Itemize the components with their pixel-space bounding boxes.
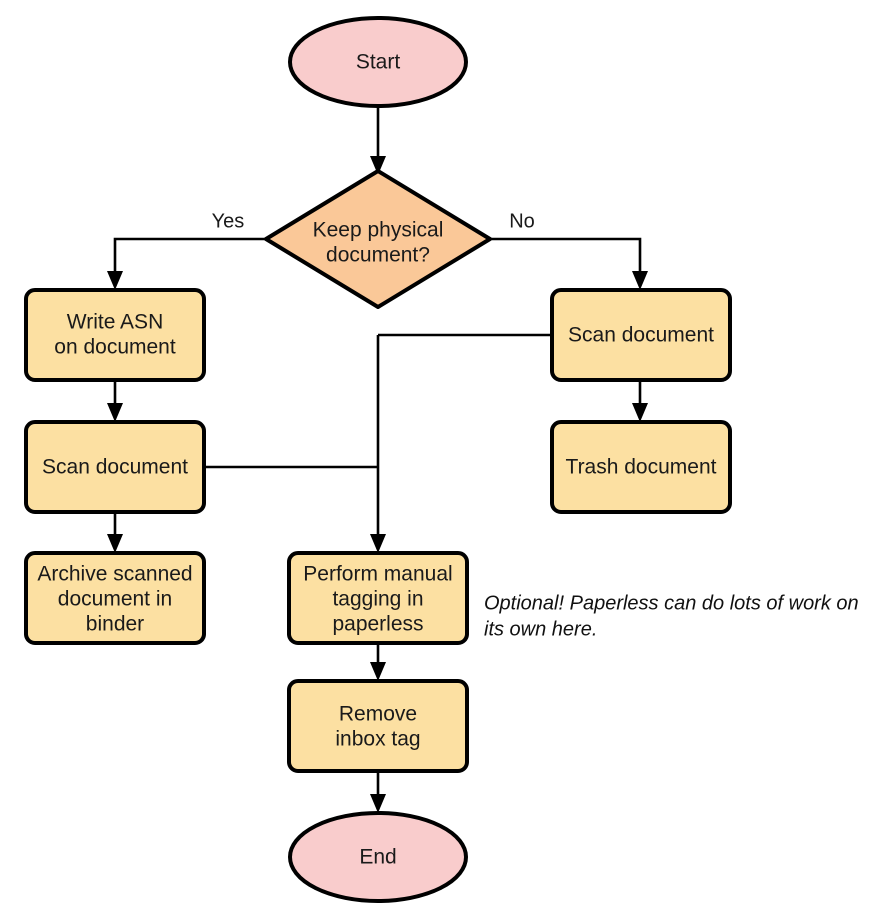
trash-document-label: Trash document — [566, 456, 717, 479]
annotation-optional-note: Optional! Paperless can do lots of work … — [484, 592, 859, 640]
edge-label-no: No — [509, 210, 535, 232]
tagging-label-line1: Perform manual — [303, 563, 452, 586]
start-ellipse[interactable] — [288, 16, 468, 108]
archive-label-line2: document in — [58, 588, 172, 611]
remove-inbox-tag-box[interactable] — [287, 679, 469, 773]
connector-scan-right-to-trash — [632, 380, 648, 422]
node-start[interactable]: Start — [288, 16, 468, 108]
archive-label-line1: Archive scanned — [37, 563, 192, 586]
trash-document-box[interactable] — [550, 420, 732, 514]
node-archive-scanned-document[interactable]: Archive scanned document in binder — [24, 551, 206, 645]
scan-document-right-label: Scan document — [568, 324, 714, 347]
end-ellipse[interactable] — [288, 811, 468, 903]
edge-label-yes: Yes — [212, 210, 245, 232]
scan-document-left-box[interactable] — [24, 420, 206, 514]
node-scan-document-left[interactable]: Scan document — [24, 420, 206, 514]
connector-write-asn-to-scan-left — [107, 380, 123, 422]
tagging-label-line2: tagging in — [332, 588, 423, 611]
connector-tagging-to-remove-inbox — [370, 643, 386, 681]
write-asn-label-line1: Write ASN — [67, 311, 163, 334]
node-scan-document-right[interactable]: Scan document — [550, 288, 732, 382]
annotation-line2: its own here. — [484, 618, 597, 640]
annotation-line1: Optional! Paperless can do lots of work … — [484, 592, 859, 614]
archive-box[interactable] — [24, 551, 206, 645]
node-end[interactable]: End — [288, 811, 468, 903]
connector-spine-to-tagging — [370, 335, 386, 553]
start-label: Start — [356, 51, 401, 74]
connector-decision-yes-to-write-asn — [107, 237, 266, 290]
connector-start-to-decision — [370, 107, 386, 175]
tagging-label-line3: paperless — [332, 613, 423, 636]
tagging-box[interactable] — [287, 551, 469, 645]
node-remove-inbox-tag[interactable]: Remove inbox tag — [287, 679, 469, 773]
node-trash-document[interactable]: Trash document — [550, 420, 732, 514]
node-decision-keep-physical-document[interactable]: Keep physical document? — [264, 169, 492, 309]
decision-diamond[interactable] — [264, 169, 492, 309]
write-asn-box[interactable] — [24, 288, 206, 382]
connector-decision-no-to-scan-right — [490, 237, 648, 290]
connector-remove-inbox-to-end — [370, 771, 386, 813]
scan-document-left-label: Scan document — [42, 456, 188, 479]
end-label: End — [359, 846, 396, 869]
remove-inbox-label-line2: inbox tag — [335, 728, 420, 751]
remove-inbox-label-line1: Remove — [339, 703, 417, 726]
decision-label-line2: document? — [326, 244, 430, 267]
scan-document-right-box[interactable] — [550, 288, 732, 382]
connector-scan-left-to-archive — [107, 512, 123, 553]
node-write-asn-on-document[interactable]: Write ASN on document — [24, 288, 206, 382]
decision-label-line1: Keep physical — [313, 219, 444, 242]
write-asn-label-line2: on document — [54, 336, 176, 359]
archive-label-line3: binder — [86, 613, 144, 636]
node-perform-manual-tagging[interactable]: Perform manual tagging in paperless — [287, 551, 469, 645]
